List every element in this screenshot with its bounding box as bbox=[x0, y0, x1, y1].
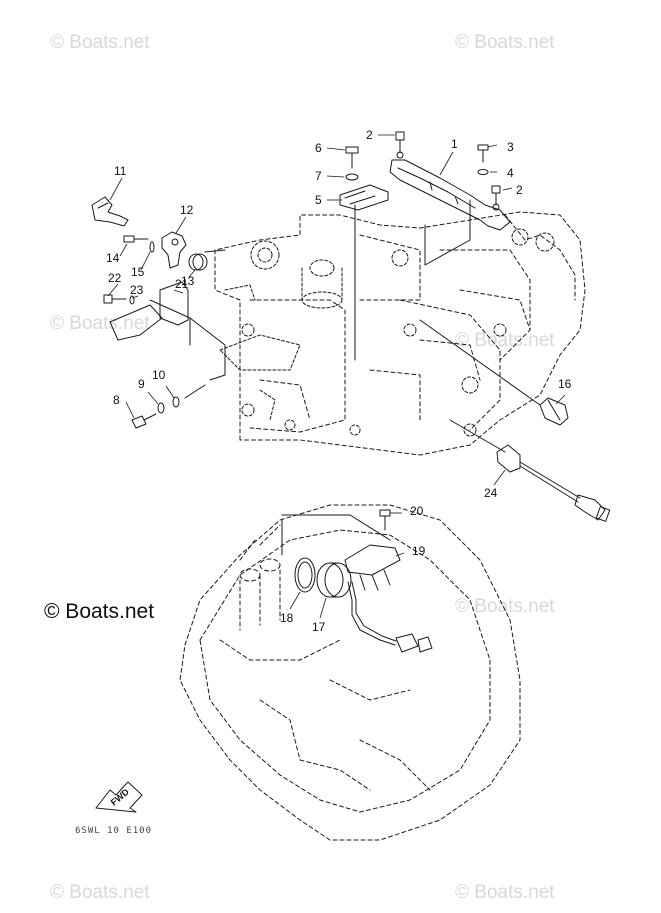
callout-4: 4 bbox=[507, 166, 514, 180]
holder-part-19 bbox=[344, 544, 401, 576]
clamp-part-21 bbox=[159, 281, 189, 326]
grommet-part-17 bbox=[316, 562, 344, 598]
callout-12: 12 bbox=[180, 203, 194, 217]
sensor-part-11 bbox=[91, 196, 129, 227]
fwd-arrow-icon bbox=[95, 781, 143, 813]
callout-6: 6 bbox=[315, 141, 322, 155]
callout-17: 17 bbox=[312, 620, 326, 634]
callout-16: 16 bbox=[558, 377, 572, 391]
callout-23: 23 bbox=[130, 283, 144, 297]
callout-22: 22 bbox=[108, 271, 122, 285]
callout-5: 5 bbox=[315, 193, 322, 207]
watermark-top-right: © Boats.net bbox=[455, 32, 555, 53]
sensor-part-24 bbox=[496, 444, 521, 473]
watermark-mid-right: © Boats.net bbox=[455, 330, 555, 351]
callout-21: 21 bbox=[175, 277, 189, 291]
watermark-top-left: © Boats.net bbox=[50, 32, 150, 53]
watermark-main: © Boats.net bbox=[44, 600, 155, 623]
callout-9: 9 bbox=[138, 377, 145, 391]
bracket-part-1 bbox=[389, 159, 511, 231]
callout-1: 1 bbox=[451, 137, 458, 151]
callout-20: 20 bbox=[410, 504, 424, 518]
callout-24: 24 bbox=[484, 486, 498, 500]
watermark-bottom-left: © Boats.net bbox=[50, 882, 150, 903]
callout-19: 19 bbox=[412, 544, 426, 558]
sensor-part-5 bbox=[339, 184, 389, 211]
diagram-code: 6SWL 10 E100 bbox=[75, 826, 153, 836]
callout-15: 15 bbox=[131, 265, 145, 279]
callout-11: 11 bbox=[114, 164, 127, 178]
watermark-lower-right: © Boats.net bbox=[455, 596, 555, 617]
callout-2a: 2 bbox=[366, 128, 373, 142]
callout-14: 14 bbox=[106, 251, 120, 265]
callout-2b: 2 bbox=[516, 183, 523, 197]
o-ring-part-18 bbox=[294, 557, 316, 593]
callout-8: 8 bbox=[113, 393, 120, 407]
callout-13: 13 bbox=[181, 274, 195, 288]
callout-18: 18 bbox=[280, 611, 294, 625]
engine-block-outline bbox=[214, 211, 586, 456]
engine-block-features bbox=[219, 228, 555, 437]
callout-10: 10 bbox=[152, 368, 166, 382]
watermark-bottom-right: © Boats.net bbox=[455, 882, 555, 903]
watermark-mid-left: © Boats.net bbox=[50, 313, 150, 334]
callout-7: 7 bbox=[315, 169, 322, 183]
plug-part-16 bbox=[539, 397, 569, 426]
callout-3: 3 bbox=[507, 140, 514, 154]
fwd-label: FWD bbox=[109, 786, 132, 807]
bottom-cowling-outline bbox=[179, 504, 521, 841]
